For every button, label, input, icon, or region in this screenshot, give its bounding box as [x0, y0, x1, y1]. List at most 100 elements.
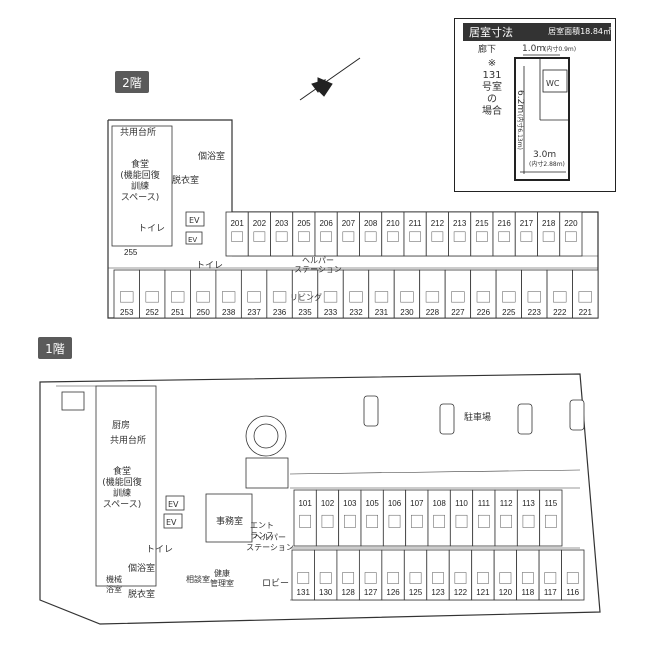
spec-width-top: 1.0m	[522, 44, 545, 54]
room-spec-title: 居室寸法	[469, 26, 513, 39]
svg-text:218: 218	[542, 219, 556, 228]
svg-text:222: 222	[553, 308, 567, 317]
f2-room-203: 203	[270, 211, 294, 257]
svg-text:6.2m: 6.2m	[515, 90, 525, 113]
f2-room-230: 230	[393, 269, 421, 319]
f1-room-128: 128	[336, 549, 360, 601]
svg-text:131: 131	[297, 588, 311, 597]
svg-text:食堂: 食堂	[113, 465, 131, 477]
f1-room-103: 103	[338, 489, 362, 547]
svg-text:211: 211	[409, 219, 422, 228]
f1-room-122: 122	[448, 549, 473, 601]
svg-text:251: 251	[171, 308, 185, 317]
f2-room-255: 255	[124, 248, 138, 257]
f2-room-218: 218	[537, 211, 561, 257]
f1-room-112: 112	[494, 489, 518, 547]
svg-text:食堂: 食堂	[131, 158, 149, 170]
room-spec-panel: 居室寸法 居室面積18.84㎡	[454, 18, 616, 192]
f2-ev-box	[185, 211, 205, 245]
svg-text:号室: 号室	[482, 80, 502, 93]
f1-room-118: 118	[516, 549, 540, 601]
f2-room-211: 211	[403, 211, 427, 257]
svg-text:237: 237	[247, 308, 261, 317]
svg-text:216: 216	[497, 219, 511, 228]
f1-room-102: 102	[315, 489, 340, 547]
f2-room-250: 250	[190, 269, 217, 319]
f1-room-117: 117	[538, 549, 562, 601]
svg-text:126: 126	[386, 588, 400, 597]
svg-text:スペース): スペース)	[103, 500, 141, 510]
svg-text:232: 232	[349, 308, 363, 317]
svg-text:207: 207	[342, 219, 356, 228]
f2-room-253: 253	[113, 269, 140, 319]
svg-text:117: 117	[544, 588, 557, 597]
spec-wc-label: WC	[546, 79, 560, 88]
svg-text:226: 226	[477, 308, 491, 317]
svg-text:250: 250	[196, 308, 210, 317]
f2-room-232: 232	[342, 269, 370, 319]
f2-toilet-label-b: トイレ	[196, 261, 223, 271]
f2-ev2-label: EV	[188, 236, 197, 244]
svg-text:103: 103	[343, 499, 357, 508]
f1-ev-label: EV	[168, 500, 179, 509]
f2-room-205: 205	[292, 211, 316, 257]
f2-room-226: 226	[470, 269, 497, 319]
f1-room-101: 101	[293, 489, 317, 547]
f1-changing-label: 脱衣室	[128, 588, 155, 600]
f2-room-221: 221	[572, 269, 599, 319]
f2-room-201: 201	[225, 211, 249, 257]
svg-text:ランス: ランス	[250, 531, 274, 540]
svg-text:エント: エント	[250, 521, 274, 530]
svg-text:253: 253	[120, 308, 134, 317]
f1-kitchen-label: 共用台所	[110, 434, 146, 446]
f2-room-227: 227	[444, 269, 472, 319]
f2-toilet-label-a: トイレ	[138, 224, 165, 234]
svg-text:111: 111	[478, 499, 491, 508]
f2-room-208: 208	[359, 211, 383, 257]
svg-text:127: 127	[364, 588, 378, 597]
parking-cars	[363, 395, 585, 435]
svg-text:233: 233	[324, 308, 338, 317]
svg-text:102: 102	[321, 499, 335, 508]
f1-bath-label: 個浴室	[128, 562, 155, 574]
f1-room-105: 105	[360, 489, 384, 547]
f2-room-202: 202	[247, 211, 271, 257]
svg-text:210: 210	[386, 219, 400, 228]
f1-room-121: 121	[471, 549, 495, 601]
room-spec-title-bar: 居室寸法	[463, 23, 611, 41]
f2-kitchen-label: 共用台所	[120, 126, 156, 138]
svg-text:ヘルパー: ヘルパー	[302, 256, 334, 265]
f1-ev2-label: EV	[166, 518, 177, 527]
f1-room-125: 125	[403, 549, 428, 601]
floor2-badge: 2階	[115, 71, 149, 93]
f2-ev-label: EV	[189, 216, 200, 225]
svg-text:128: 128	[341, 588, 355, 597]
f2-room-212: 212	[425, 211, 449, 257]
room-spec-area: 居室面積18.84㎡	[548, 27, 611, 36]
svg-text:管理室: 管理室	[210, 578, 234, 588]
f1-room-108: 108	[427, 489, 451, 547]
f2-room-228: 228	[419, 269, 446, 319]
f2-room-220: 220	[559, 211, 583, 257]
svg-text:215: 215	[475, 219, 489, 228]
f1-room-131: 131	[291, 549, 315, 601]
svg-text:120: 120	[499, 588, 513, 597]
svg-text:※: ※	[488, 58, 496, 69]
f1-office-label: 事務室	[216, 515, 243, 527]
svg-text:健康: 健康	[214, 568, 230, 578]
svg-text:213: 213	[453, 219, 467, 228]
room-spec-diagram	[514, 54, 570, 181]
f2-room-251: 251	[164, 269, 191, 319]
svg-text:131: 131	[482, 70, 501, 81]
f1-room-130: 130	[314, 549, 338, 601]
svg-text:212: 212	[431, 219, 445, 228]
